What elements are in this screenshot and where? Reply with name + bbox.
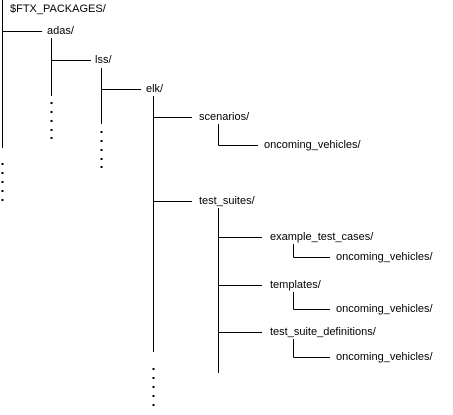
node-test-suite-definitions: test_suite_definitions/ (270, 326, 376, 338)
node-definitions-oncoming: oncoming_vehicles/ (336, 351, 433, 363)
ellipsis-root (1, 163, 4, 201)
node-templates: templates/ (270, 279, 321, 291)
node-lss: lss/ (95, 54, 112, 66)
node-elk: elk/ (146, 83, 164, 95)
node-scenarios: scenarios/ (199, 111, 250, 123)
node-templates-oncoming: oncoming_vehicles/ (336, 303, 433, 315)
ellipsis-adas (50, 102, 53, 139)
ellipsis-elk (152, 368, 155, 406)
node-scenarios-oncoming: oncoming_vehicles/ (264, 139, 361, 151)
node-example-test-cases: example_test_cases/ (270, 231, 374, 243)
node-root: $FTX_PACKAGES/ (10, 3, 106, 15)
node-example-oncoming: oncoming_vehicles/ (336, 251, 433, 263)
node-adas: adas/ (47, 25, 74, 37)
ellipsis-lss (100, 131, 103, 168)
node-test-suites: test_suites/ (199, 195, 255, 207)
